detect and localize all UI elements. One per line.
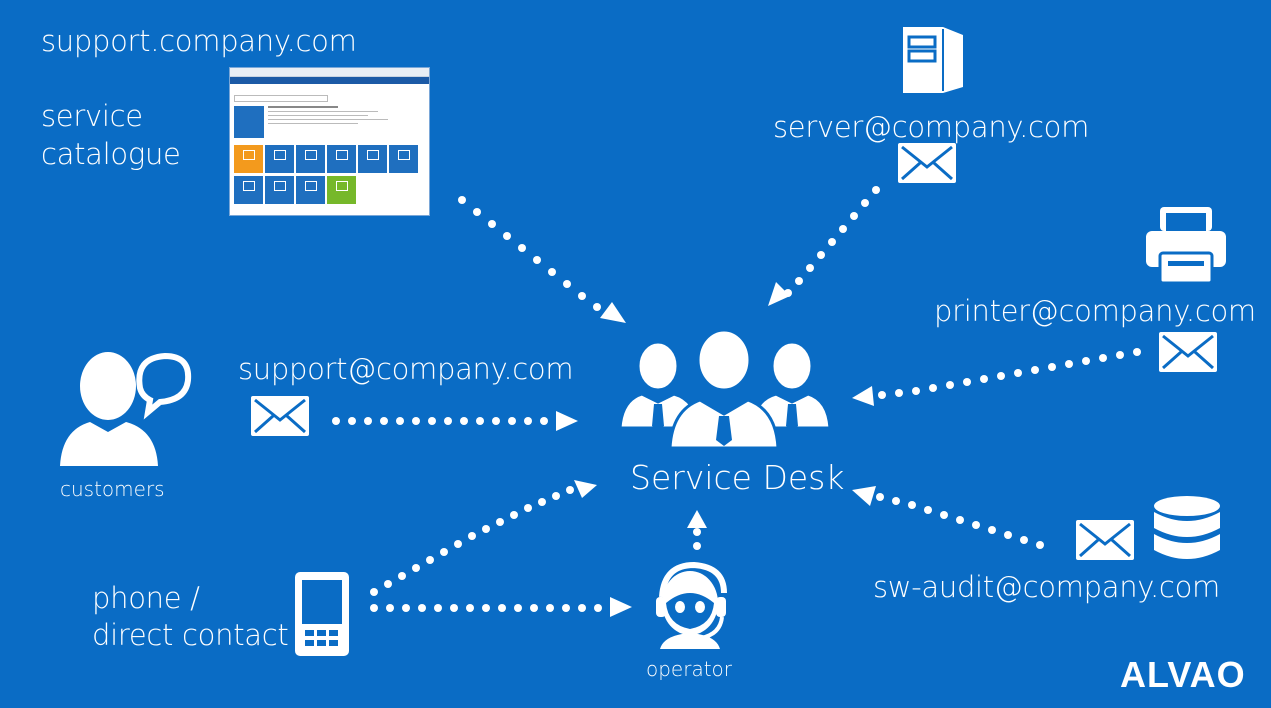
operator-headset-icon [656, 561, 727, 649]
printer-icon [1146, 207, 1226, 285]
service-tile [296, 176, 325, 204]
service-tile [265, 145, 294, 173]
customers-label: customers [60, 477, 165, 501]
service-tile [234, 176, 263, 204]
arrow-server-to-desk [768, 186, 880, 306]
service-tile [389, 145, 418, 173]
service-catalogue-screenshot [229, 67, 430, 216]
envelope-icon [898, 143, 956, 183]
service-tile [296, 145, 325, 173]
operator-label: operator [646, 657, 733, 681]
service-desk-team-icon [618, 328, 832, 450]
printer-email-label: printer@company.com [934, 294, 1256, 328]
phone-label-line2: direct contact [92, 618, 289, 652]
support-email-label: support@company.com [238, 352, 574, 386]
portal-nav [230, 77, 429, 84]
server-email-label: server@company.com [773, 110, 1090, 144]
customer-chat-icon [60, 352, 192, 466]
envelope-icon [1076, 520, 1134, 560]
service-tile [327, 176, 356, 204]
arrow-phone-to-desk [370, 480, 597, 596]
browser-bar [230, 68, 429, 77]
portal-hero-text-placeholder [268, 106, 418, 124]
swaudit-email-label: sw-audit@company.com [873, 570, 1220, 604]
server-icon [903, 27, 963, 93]
envelope-icon [251, 396, 309, 436]
service-tile [234, 145, 263, 173]
envelope-icon [1159, 332, 1217, 372]
arrow-printer-to-desk [852, 348, 1141, 406]
arrow-support-email-to-desk [332, 411, 578, 431]
service-catalogue-label-line1: service [41, 99, 143, 133]
portal-hero-tile [234, 106, 264, 138]
arrow-swaudit-to-desk [852, 486, 1044, 549]
support-site-label: support.company.com [41, 24, 357, 58]
arrow-catalogue-to-desk [458, 196, 626, 323]
mobile-phone-icon [295, 572, 349, 656]
database-icon [1154, 496, 1220, 559]
service-desk-label: Service Desk [630, 458, 845, 497]
service-tile [327, 145, 356, 173]
phone-label-line1: phone / [92, 581, 200, 615]
alvao-logo: ALVAO [1120, 654, 1246, 695]
service-tile [265, 176, 294, 204]
arrow-operator-to-desk [687, 510, 707, 550]
service-catalogue-label-line2: catalogue [41, 137, 181, 171]
service-tile [358, 145, 387, 173]
portal-search-placeholder [234, 95, 328, 102]
arrow-phone-to-operator [370, 597, 632, 617]
